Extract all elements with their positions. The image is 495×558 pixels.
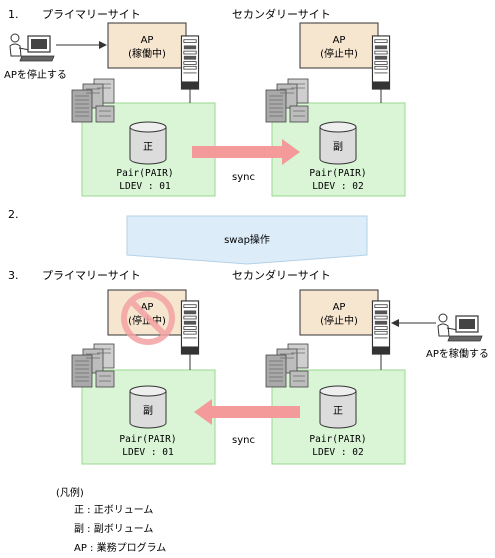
step1-secondary-volume-pair: Pair(PAIR) <box>309 168 366 179</box>
step3-number: 3. <box>8 269 19 282</box>
step3-secondary-server-icon <box>371 300 391 355</box>
step1-secondary-site-label: セカンダリーサイト <box>232 7 331 21</box>
step1-operator-arrowhead <box>99 41 107 49</box>
legend-item-ap: AP : 業務プログラム <box>74 541 166 554</box>
step1-primary-volume-pair: Pair(PAIR) <box>116 168 173 179</box>
step1-number: 1. <box>8 8 19 21</box>
step2-swap-arrow <box>126 215 368 265</box>
step3-primary-volume-symbol: 副 <box>143 405 153 417</box>
step1-primary-volume-ldev: LDEV : 01 <box>119 181 171 192</box>
step1-primary-server-icon <box>180 35 200 90</box>
step3-operator-arrowhead <box>391 319 399 327</box>
step2-operation-label: swap操作 <box>224 233 270 246</box>
step1-secondary-ap-status: (停止中) <box>320 47 358 60</box>
step1-primary-volume-symbol: 正 <box>143 142 153 153</box>
step3-secondary-ap-title: AP <box>333 302 346 313</box>
step3-start-ap-label: APを稼働する <box>426 347 489 360</box>
step1-sync-label: sync <box>232 172 255 183</box>
step3-prohibit-icon <box>121 291 175 345</box>
step3-secondary-volume-ldev: LDEV : 02 <box>312 447 363 458</box>
step2-number: 2. <box>8 208 19 221</box>
step1-secondary-volume-symbol: 副 <box>333 141 343 153</box>
step1-primary-ap-title: AP <box>141 35 154 46</box>
step3-primary-ap-title: AP <box>141 302 154 313</box>
step1-primary-ap-status: (稼働中) <box>128 47 166 60</box>
step1-secondary-ap-title: AP <box>333 35 346 46</box>
step3-sync-label: sync <box>232 435 255 446</box>
step1-primary-ap-box <box>107 22 187 69</box>
legend-item-primary-volume: 正 : 正ボリューム <box>74 504 153 516</box>
step3-secondary-volume-icon <box>319 385 357 429</box>
step1-primary-volume-icon <box>129 121 167 165</box>
step1-secondary-server-icon <box>371 35 391 90</box>
step1-primary-site-label: プライマリーサイト <box>42 8 141 21</box>
step3-secondary-site-label: セカンダリーサイト <box>232 268 331 282</box>
step3-primary-server-icon <box>180 300 200 355</box>
step1-sync-arrow <box>192 139 300 165</box>
step3-secondary-ap-box <box>299 289 379 336</box>
step1-operator-icon <box>9 33 55 62</box>
step1-secondary-volume-icon <box>319 121 357 165</box>
step1-secondary-volume-ldev: LDEV : 02 <box>312 181 363 192</box>
step3-sync-arrow <box>194 399 300 425</box>
legend-title: (凡例) <box>56 486 84 499</box>
step1-stop-ap-label: APを停止する <box>4 68 67 81</box>
step3-secondary-volume-symbol: 正 <box>333 406 343 417</box>
step3-primary-volume-icon <box>129 385 167 429</box>
step3-primary-volume-ldev: LDEV : 01 <box>122 447 174 458</box>
step3-primary-volume-pair: Pair(PAIR) <box>119 434 176 445</box>
legend-item-secondary-volume: 副 : 副ボリューム <box>74 523 153 535</box>
step3-operator-icon <box>437 313 483 342</box>
step1-secondary-ap-box <box>299 22 379 69</box>
step3-secondary-volume-pair: Pair(PAIR) <box>309 434 366 445</box>
step3-primary-site-label: プライマリーサイト <box>42 269 141 282</box>
step3-secondary-ap-status: (停止中) <box>320 314 358 327</box>
